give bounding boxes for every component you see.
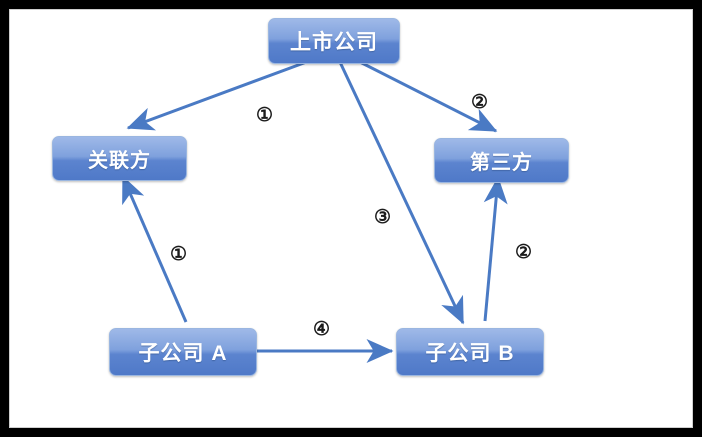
- edge-listed-to-third: [349, 55, 498, 133]
- edge-label-4-bottom: ④: [313, 319, 331, 340]
- edge-listed-to-related: [126, 55, 321, 131]
- node-listed-company[interactable]: 上市公司: [268, 18, 400, 64]
- node-label: 第三方: [470, 152, 533, 174]
- edge-label-1-top: ①: [256, 105, 274, 126]
- node-label: 关联方: [88, 150, 151, 172]
- edge-subsidb-to-third: [483, 176, 508, 322]
- edge-subsida-to-related: [121, 175, 188, 323]
- edge-label-2-right: ②: [515, 242, 533, 263]
- node-label: 子公司 A: [138, 342, 228, 365]
- node-label: 子公司 B: [425, 342, 515, 365]
- node-label: 上市公司: [290, 31, 378, 54]
- arrow-layer: [121, 55, 508, 363]
- edge-label-1-left: ①: [170, 244, 188, 265]
- edge-label-2-top: ②: [471, 92, 489, 113]
- edge-listed-to-subsidb: [337, 59, 465, 325]
- diagram-board: 上市公司 关联方 第三方 子公司 A 子公司 B ① ② ③ ① ② ④: [9, 9, 693, 428]
- node-third-party[interactable]: 第三方: [434, 138, 569, 183]
- edge-label-3-middle: ③: [374, 207, 392, 228]
- node-subsidiary-a[interactable]: 子公司 A: [109, 328, 257, 376]
- node-related-party[interactable]: 关联方: [52, 136, 187, 181]
- node-subsidiary-b[interactable]: 子公司 B: [396, 328, 544, 376]
